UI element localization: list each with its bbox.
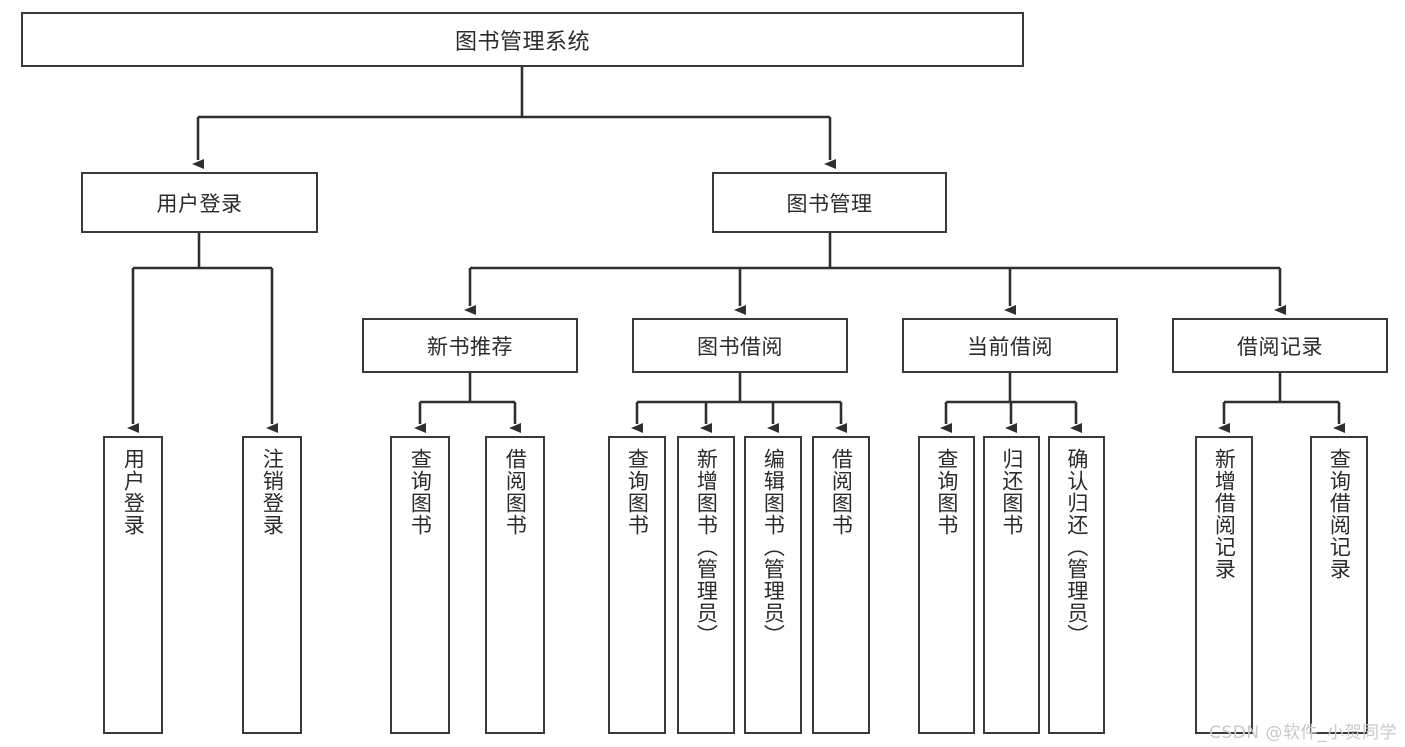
- node-new-book-recommend[interactable]: 新书推荐: [362, 318, 578, 373]
- node-current-borrow[interactable]: 当前借阅: [902, 318, 1118, 373]
- node-root-label: 图书管理系统: [454, 29, 590, 55]
- node-leaf-borrow-book-recommend-label: 借阅图书: [503, 448, 528, 536]
- node-leaf-user-login-label: 用户登录: [121, 448, 146, 536]
- watermark-text: CSDN @软件_小贺同学: [1209, 723, 1397, 743]
- node-book-borrow[interactable]: 图书借阅: [632, 318, 848, 373]
- node-leaf-query-book-borrow-label: 查询图书: [625, 448, 650, 536]
- node-leaf-add-borrow-record-label: 新增借阅记录: [1212, 448, 1237, 580]
- node-leaf-add-book-label: 新增图书（管理员）: [694, 448, 719, 646]
- node-leaf-borrow-book-label: 借阅图书: [829, 448, 854, 536]
- node-leaf-confirm-return-label: 确认归还（管理员）: [1064, 448, 1089, 646]
- node-new-book-recommend-label: 新书推荐: [427, 334, 513, 359]
- node-leaf-query-book-recommend[interactable]: 查询图书: [390, 436, 450, 734]
- node-leaf-query-borrow-record-label: 查询借阅记录: [1327, 448, 1352, 580]
- node-user-login[interactable]: 用户登录: [81, 172, 318, 233]
- node-root[interactable]: 图书管理系统: [21, 12, 1024, 67]
- node-leaf-query-book-recommend-label: 查询图书: [408, 448, 433, 536]
- node-leaf-add-borrow-record[interactable]: 新增借阅记录: [1195, 436, 1253, 734]
- node-leaf-query-borrow-record[interactable]: 查询借阅记录: [1310, 436, 1368, 734]
- node-leaf-edit-book[interactable]: 编辑图书（管理员）: [744, 436, 802, 734]
- node-leaf-borrow-book-recommend[interactable]: 借阅图书: [485, 436, 545, 734]
- node-user-login-label: 用户登录: [156, 191, 243, 216]
- node-leaf-logout-label: 注销登录: [260, 448, 285, 536]
- node-leaf-confirm-return[interactable]: 确认归还（管理员）: [1048, 436, 1105, 734]
- node-leaf-query-book-current-label: 查询图书: [934, 448, 959, 536]
- node-current-borrow-label: 当前借阅: [967, 334, 1053, 359]
- node-borrow-record[interactable]: 借阅记录: [1172, 318, 1388, 373]
- node-leaf-borrow-book[interactable]: 借阅图书: [812, 436, 870, 734]
- node-leaf-user-login[interactable]: 用户登录: [103, 436, 163, 734]
- node-leaf-add-book[interactable]: 新增图书（管理员）: [677, 436, 735, 734]
- node-book-management-label: 图书管理: [786, 191, 873, 216]
- node-leaf-return-book[interactable]: 归还图书: [983, 436, 1040, 734]
- node-leaf-query-book-current[interactable]: 查询图书: [918, 436, 975, 734]
- node-leaf-query-book-borrow[interactable]: 查询图书: [608, 436, 666, 734]
- node-leaf-edit-book-label: 编辑图书（管理员）: [761, 448, 786, 646]
- node-leaf-return-book-label: 归还图书: [999, 448, 1024, 536]
- node-borrow-record-label: 借阅记录: [1237, 334, 1323, 359]
- node-book-borrow-label: 图书借阅: [697, 334, 783, 359]
- node-leaf-logout[interactable]: 注销登录: [242, 436, 302, 734]
- node-book-management[interactable]: 图书管理: [712, 172, 947, 233]
